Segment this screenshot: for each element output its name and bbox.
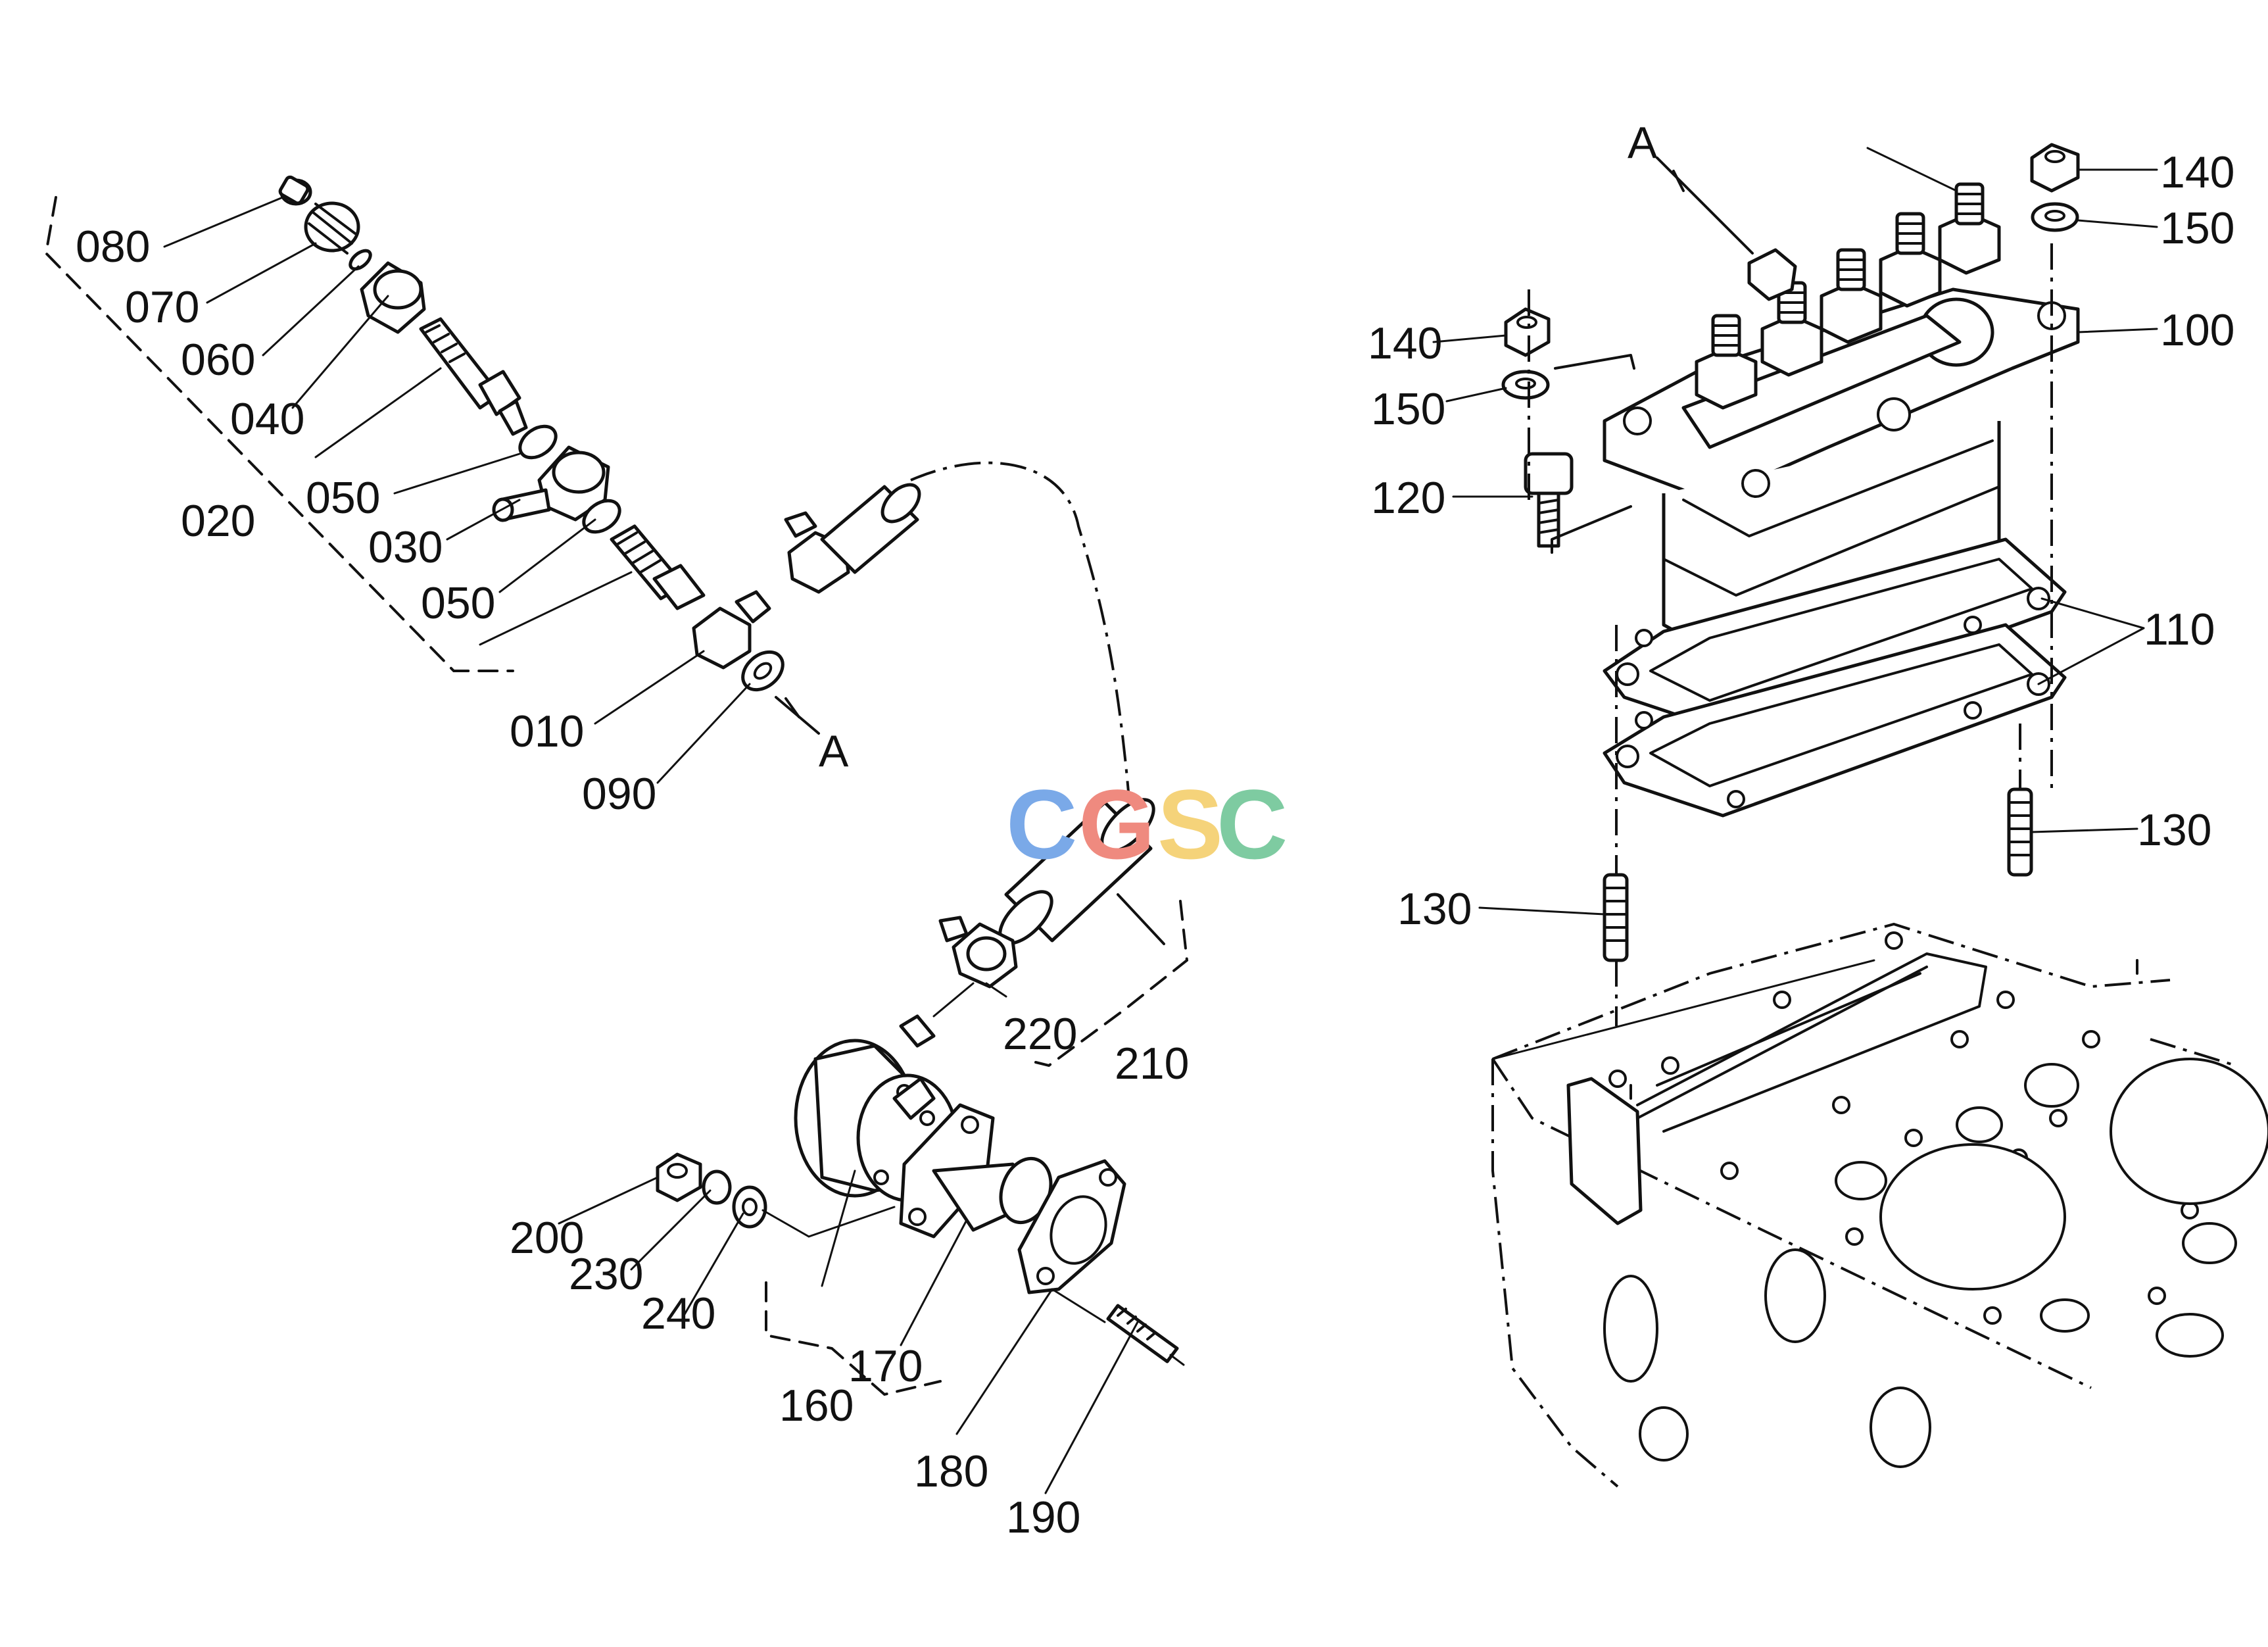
label-170: 170: [848, 1341, 923, 1391]
label-040: 040: [230, 394, 304, 444]
part-230-washer: [702, 1169, 732, 1205]
label-200: 200: [510, 1213, 584, 1263]
part-010-fitting: [692, 590, 771, 670]
label-210: 210: [1115, 1039, 1189, 1089]
label-010: 010: [510, 706, 584, 756]
label-ref-a-right: A: [1628, 118, 1658, 168]
label-120: 120: [1371, 473, 1445, 523]
label-220: 220: [1003, 1009, 1077, 1059]
label-140-right: 140: [2160, 147, 2234, 197]
part-060-ring: [349, 249, 372, 271]
part-110-gasket-upper: [1603, 537, 2067, 732]
label-180: 180: [914, 1446, 988, 1496]
part-threaded-body: [610, 524, 706, 610]
stop-solenoid-group: [656, 1014, 1185, 1396]
label-160: 160: [779, 1381, 854, 1431]
label-140-left: 140: [1368, 318, 1442, 368]
part-150-washer-left: [1501, 370, 1550, 400]
label-230: 230: [569, 1249, 643, 1299]
part-130-stud-left: [1603, 873, 1629, 962]
valve-5: [1938, 182, 2001, 275]
label-190: 190: [1006, 1492, 1080, 1542]
part-120-bolt: [1524, 452, 1574, 548]
part-180-gasket: [1017, 1159, 1126, 1294]
part-overflow-pipe-upper: [784, 483, 921, 594]
part-140-nut-left: [1504, 307, 1551, 357]
label-240: 240: [641, 1289, 715, 1339]
part-040-nozzle-nut: [360, 261, 426, 334]
label-130-right: 130: [2137, 805, 2211, 855]
watermark-letter-3: S: [1157, 769, 1223, 879]
part-080-nut: [278, 175, 312, 206]
label-050-upper: 050: [306, 473, 380, 523]
part-210-hose-end: [998, 798, 1155, 945]
watermark: C G S C: [1006, 769, 1288, 879]
engine-block: [1491, 922, 2268, 1488]
label-110: 110: [2144, 604, 2215, 654]
label-ref-a-left: A: [819, 726, 849, 776]
injection-pump-group: [1501, 143, 2080, 1026]
label-020: 020: [181, 496, 255, 546]
nozzle-assembly-group: [44, 175, 921, 735]
watermark-letter-2: G: [1078, 769, 1155, 879]
label-050-lower: 050: [421, 578, 495, 628]
label-030: 030: [368, 522, 443, 572]
label-080: 080: [76, 222, 150, 272]
valve-4: [1879, 212, 1942, 308]
fuel-hose-group: [910, 461, 1189, 1068]
part-220-clamp: [938, 916, 1018, 989]
watermark-letter-1: C: [1006, 769, 1077, 879]
part-050-nozzle-rod: [419, 317, 528, 436]
label-150-right: 150: [2160, 203, 2234, 253]
label-070: 070: [125, 282, 199, 332]
part-130-stud-right: [2007, 787, 2033, 877]
part-030-holder: [492, 445, 610, 522]
valve-1: [1695, 314, 1758, 410]
part-190-stud: [1106, 1304, 1185, 1366]
part-110-gasket-lower: [1603, 623, 2067, 818]
part-050-washer-upper: [518, 424, 558, 460]
label-150-left: 150: [1371, 384, 1445, 434]
part-140-nut-right: [2030, 143, 2080, 193]
watermark-letter-4: C: [1217, 769, 1288, 879]
part-090-washer: [741, 650, 784, 692]
label-100: 100: [2160, 305, 2234, 355]
leader-lines: [163, 147, 2158, 1494]
label-060: 060: [181, 335, 255, 385]
delivery-valves: [1695, 182, 2001, 410]
valve-3: [1820, 248, 1883, 344]
part-070-spring: [304, 201, 360, 255]
part-150-washer-right: [2031, 202, 2079, 232]
label-130-left: 130: [1397, 884, 1472, 934]
part-170-flange: [899, 1103, 1053, 1239]
part-labels: 080 070 060 040 050 020 030 050 010 090 …: [76, 118, 2234, 1542]
label-090: 090: [582, 769, 656, 819]
part-200-nut: [656, 1152, 702, 1202]
